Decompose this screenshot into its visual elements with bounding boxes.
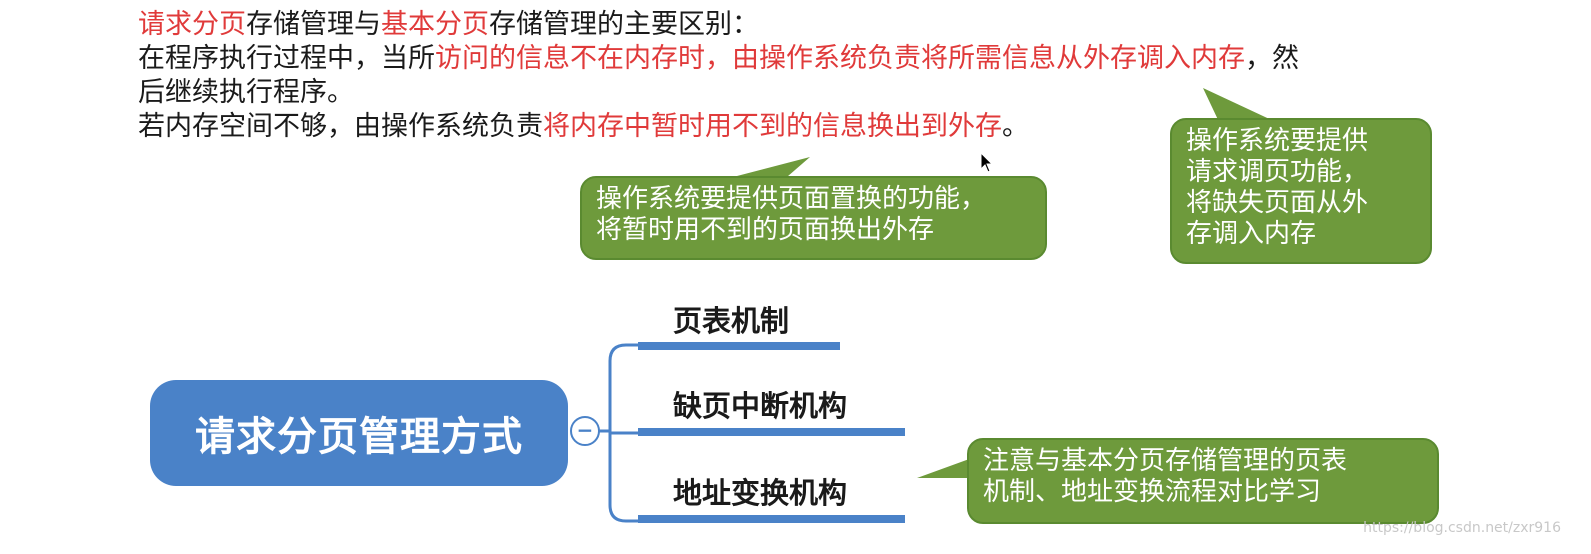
callout-tail [917,454,983,478]
callout-line: 存调入内存 [1186,219,1317,249]
highlight-basic-paging: 基本分页 [381,9,489,40]
callout-line: 请求调页功能， [1186,157,1369,187]
watermark: https://blog.csdn.net/zxr916 [1363,520,1561,536]
callout-tail [1203,88,1280,124]
text-line-1: 请求分页存储管理与基本分页存储管理的主要区别： [138,8,1438,42]
mouse-cursor-icon [980,152,994,173]
branch-address-translation[interactable]: 地址变换机构 [673,476,848,510]
intro-text: 请求分页存储管理与基本分页存储管理的主要区别： 在程序执行过程中，当所访问的信息… [138,8,1438,144]
text-segment: 存储管理的主要区别： [489,9,759,40]
text-segment: ，然 [1245,43,1299,74]
text-segment: 。 [1002,111,1029,142]
text-line-2: 在程序执行过程中，当所访问的信息不在内存时，由操作系统负责将所需信息从外存调入内… [138,42,1438,76]
text-line-4: 若内存空间不够，由操作系统负责将内存中暂时用不到的信息换出到外存。 [138,110,1438,144]
text-segment: 存储管理与 [246,9,381,40]
branch-page-fault[interactable]: 缺页中断机构 [673,389,848,423]
callout-page-request: 操作系统要提供 请求调页功能， 将缺失页面从外 存调入内存 [1170,118,1432,264]
text-line-3: 后继续执行程序。 [138,77,354,108]
branch-underline [638,342,840,350]
branch-page-table[interactable]: 页表机制 [673,304,790,338]
highlight-page-in: 访问的信息不在内存时，由操作系统负责将所需信息从外存调入内存 [435,43,1245,74]
callout-line: 操作系统要提供 [1186,126,1369,156]
callout-page-replacement: 操作系统要提供页面置换的功能， 将暂时用不到的页面换出外存 [580,176,1047,260]
branch-underline [638,428,905,436]
text-segment: 在程序执行过程中，当所 [138,43,435,74]
callout-line: 将暂时用不到的页面换出外存 [596,215,935,245]
highlight-page-out: 将内存中暂时用不到的信息换出到外存 [543,111,1002,142]
highlight-request-paging: 请求分页 [138,9,246,40]
mindmap-root-node[interactable]: 请求分页管理方式 [150,380,568,486]
callout-line: 机制、地址变换流程对比学习 [983,477,1322,507]
callout-line: 将缺失页面从外 [1186,188,1369,218]
branch-underline [638,515,905,523]
collapse-button[interactable]: − [570,416,600,446]
callout-line: 操作系统要提供页面置换的功能， [596,184,987,214]
callout-compare-note: 注意与基本分页存储管理的页表 机制、地址变换流程对比学习 [967,438,1439,524]
callout-line: 注意与基本分页存储管理的页表 [983,446,1348,476]
text-segment: 若内存空间不够，由操作系统负责 [138,111,543,142]
